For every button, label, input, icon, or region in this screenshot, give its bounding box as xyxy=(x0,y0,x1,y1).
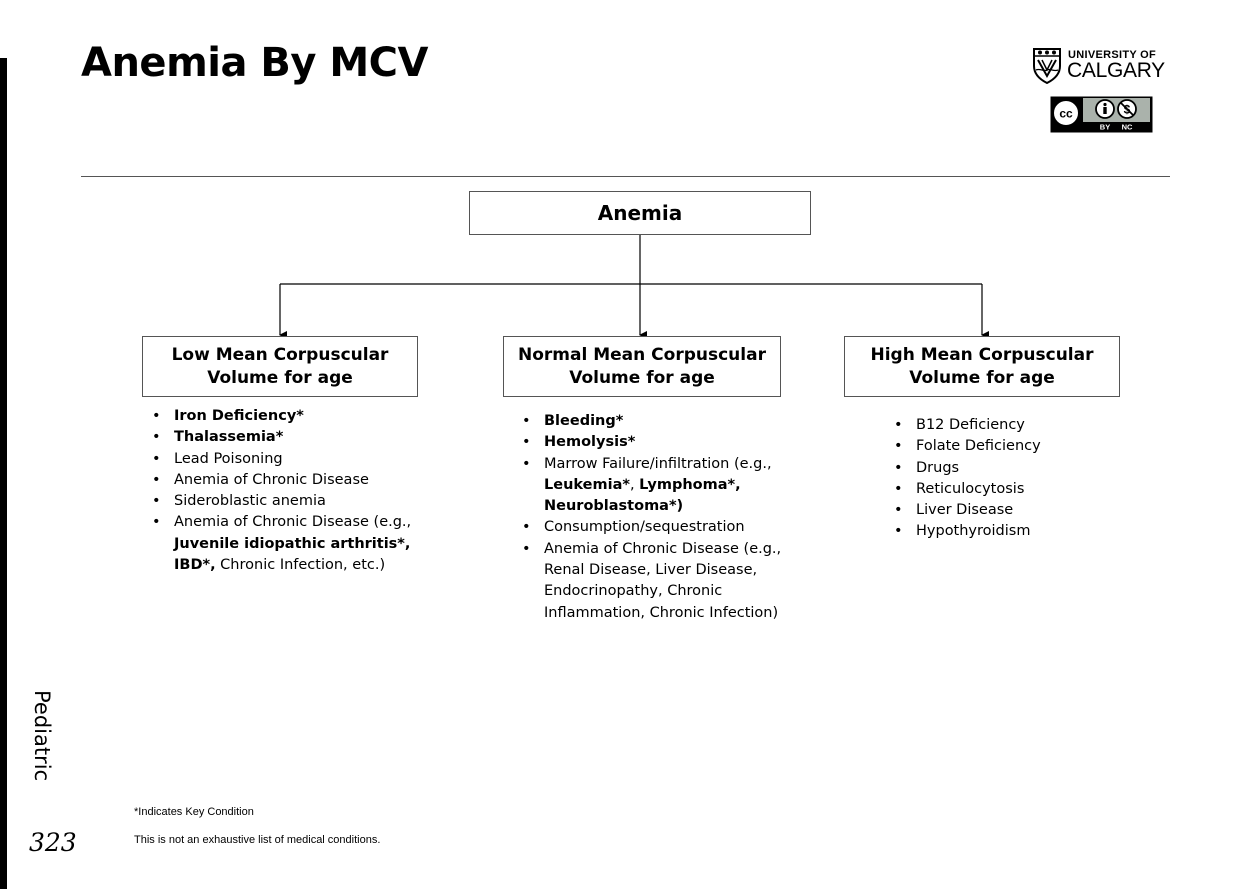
condition-item: • Consumption/sequestration xyxy=(522,517,782,538)
low-mcv-conditions: • Iron Deficiency* • Thalassemia* • Lead Pois… xyxy=(152,406,412,576)
condition-text: Juvenile idiopathic arthritis*, IBD*, xyxy=(174,535,411,574)
condition-text: Liver Disease xyxy=(916,502,1014,519)
university-name-line1: UNIVERSITY OF xyxy=(1068,49,1157,61)
bullet-icon: • xyxy=(894,459,903,476)
condition-item: • Reticulocytosis xyxy=(894,479,1134,500)
condition-text: Leukemia* xyxy=(544,476,630,493)
university-logo: UNIVERSITY OF CALGARY xyxy=(1032,46,1172,86)
university-name-line2: CALGARY xyxy=(1067,59,1165,82)
bullet-icon: • xyxy=(522,519,531,536)
condition-item: • Folate Deficiency xyxy=(894,436,1134,457)
condition-text: B12 Deficiency xyxy=(916,417,1025,433)
condition-text: Thalassemia* xyxy=(174,429,284,446)
condition-text: Drugs xyxy=(916,459,960,476)
bullet-icon: • xyxy=(894,523,903,540)
condition-item: • Marrow Failure/infiltration (e.g., Leuk… xyxy=(522,454,782,518)
condition-text: , xyxy=(629,476,640,493)
bullet-icon: • xyxy=(894,417,903,433)
bullet-icon: • xyxy=(152,408,161,424)
page-number: 323 xyxy=(29,828,77,857)
condition-item: • Sideroblastic anemia xyxy=(152,491,412,512)
condition-item: • Hemolysis* xyxy=(522,432,782,453)
cc-by-nc-icon: cc $ BY NC xyxy=(1050,96,1153,133)
condition-item: • Iron Deficiency* xyxy=(152,406,412,427)
condition-item: • Anemia of Chronic Disease (e.g., Renal … xyxy=(522,539,782,624)
cc-by-label: BY xyxy=(1100,123,1110,132)
condition-text: Hypothyroidism xyxy=(916,523,1031,540)
condition-text: Chronic Infection, etc.) xyxy=(215,557,386,574)
header-divider xyxy=(81,176,1170,177)
bullet-icon: • xyxy=(522,540,531,557)
bullet-icon: • xyxy=(894,480,903,497)
bullet-icon: • xyxy=(522,455,531,472)
footnote-disclaimer: This is not an exhaustive list of medica… xyxy=(134,834,381,846)
bullet-icon: • xyxy=(894,438,903,455)
condition-text: Lead Poisoning xyxy=(174,450,283,467)
normal-mcv-conditions: • Bleeding* • Hemolysis* • Marrow Failure/inf… xyxy=(522,411,782,624)
condition-text: Reticulocytosis xyxy=(916,480,1025,497)
condition-text: Lymphoma*, Neuroblastoma*) xyxy=(544,476,741,515)
bullet-icon: • xyxy=(522,413,531,429)
bullet-icon: • xyxy=(522,434,531,451)
condition-text: Iron Deficiency* xyxy=(174,408,304,424)
svg-text:cc: cc xyxy=(1059,107,1073,121)
cc-nc-label: NC xyxy=(1122,123,1133,132)
page-title: Anemia By MCV xyxy=(81,40,428,86)
condition-item: • Hypothyroidism xyxy=(894,521,1134,542)
root-node-anemia: Anemia xyxy=(469,191,811,235)
bullet-icon: • xyxy=(152,429,161,446)
condition-item: • Thalassemia* xyxy=(152,427,412,448)
high-mcv-conditions: •B12 Deficiency•Folate Deficiency•Drugs•… xyxy=(894,415,1134,543)
condition-text: Bleeding* xyxy=(544,413,624,429)
section-side-label: Pediatric xyxy=(30,690,54,782)
category-normal-mcv: Normal Mean Corpuscular Volume for age xyxy=(503,336,781,397)
category-low-mcv: Low Mean Corpuscular Volume for age xyxy=(142,336,418,397)
bullet-icon: • xyxy=(152,471,161,488)
condition-item: • Anemia of Chronic Disease (e.g., Juveni… xyxy=(152,512,412,576)
condition-text: Anemia of Chronic Disease (e.g., Renal D… xyxy=(544,540,782,621)
condition-text: Marrow Failure/infiltration (e.g., xyxy=(544,455,772,472)
condition-text: Hemolysis* xyxy=(544,434,636,451)
condition-text: Anemia of Chronic Disease (e.g., xyxy=(174,514,412,531)
footnote-key: *Indicates Key Condition xyxy=(134,806,254,818)
condition-item: • Lead Poisoning xyxy=(152,449,412,470)
condition-item: • B12 Deficiency xyxy=(894,415,1134,436)
condition-text: Folate Deficiency xyxy=(916,438,1041,455)
left-edge-bar xyxy=(0,58,7,889)
condition-text: Consumption/sequestration xyxy=(544,519,745,536)
bullet-icon: • xyxy=(894,502,903,519)
condition-text: Sideroblastic anemia xyxy=(174,493,326,510)
condition-item: • Drugs xyxy=(894,458,1134,479)
condition-text: Anemia of Chronic Disease xyxy=(174,471,369,488)
condition-item: • Liver Disease xyxy=(894,500,1134,521)
university-crest-icon xyxy=(1033,48,1061,84)
bullet-icon: • xyxy=(152,450,161,467)
condition-item: • Anemia of Chronic Disease xyxy=(152,470,412,491)
bullet-icon: • xyxy=(152,493,161,510)
bullet-icon: • xyxy=(152,514,161,531)
condition-item: • Bleeding* xyxy=(522,411,782,432)
category-high-mcv: High Mean Corpuscular Volume for age xyxy=(844,336,1120,397)
